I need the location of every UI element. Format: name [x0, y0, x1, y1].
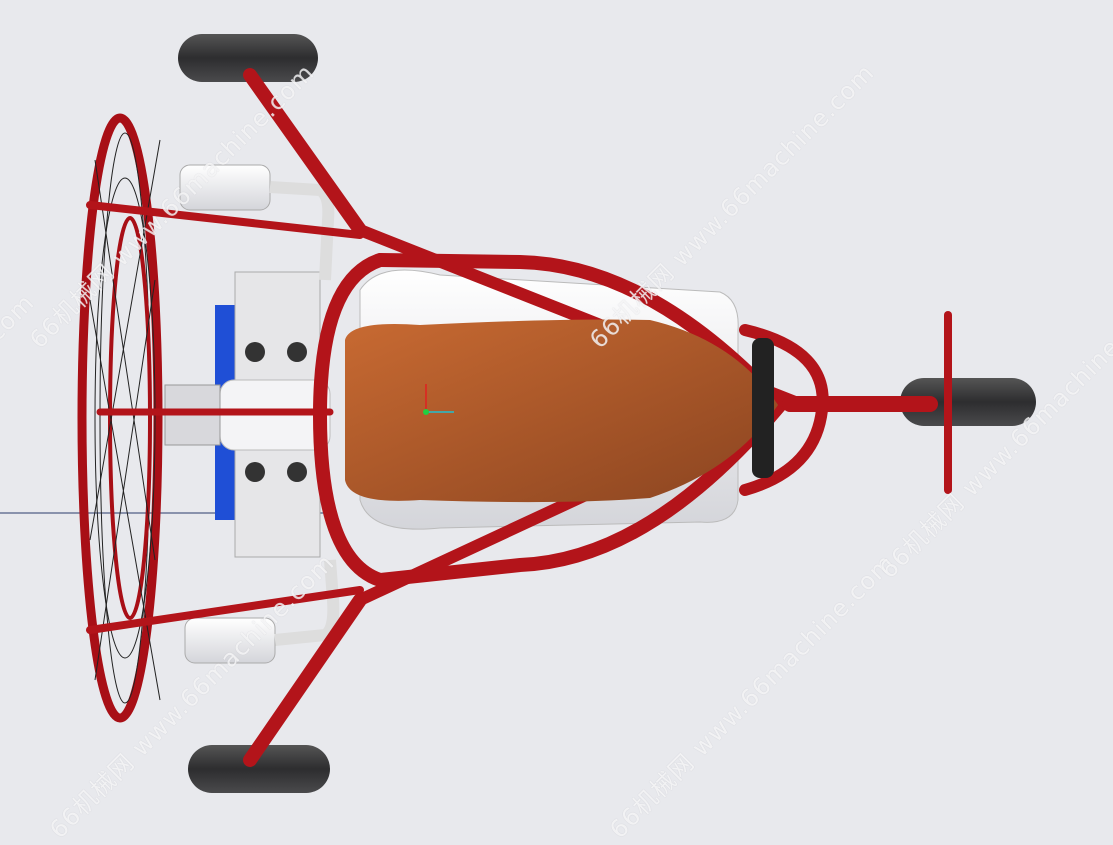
front-wheel: [900, 378, 1036, 426]
muffler-bottom: [184, 617, 276, 664]
rear-wheel-top: [178, 34, 318, 82]
propeller-cage: [77, 113, 163, 723]
coordinate-triad: [423, 384, 454, 415]
frame: [86, 68, 952, 767]
rear-wheel-bottom: [188, 745, 330, 793]
seat-dark-pad: [752, 338, 774, 478]
seat: [345, 319, 778, 503]
